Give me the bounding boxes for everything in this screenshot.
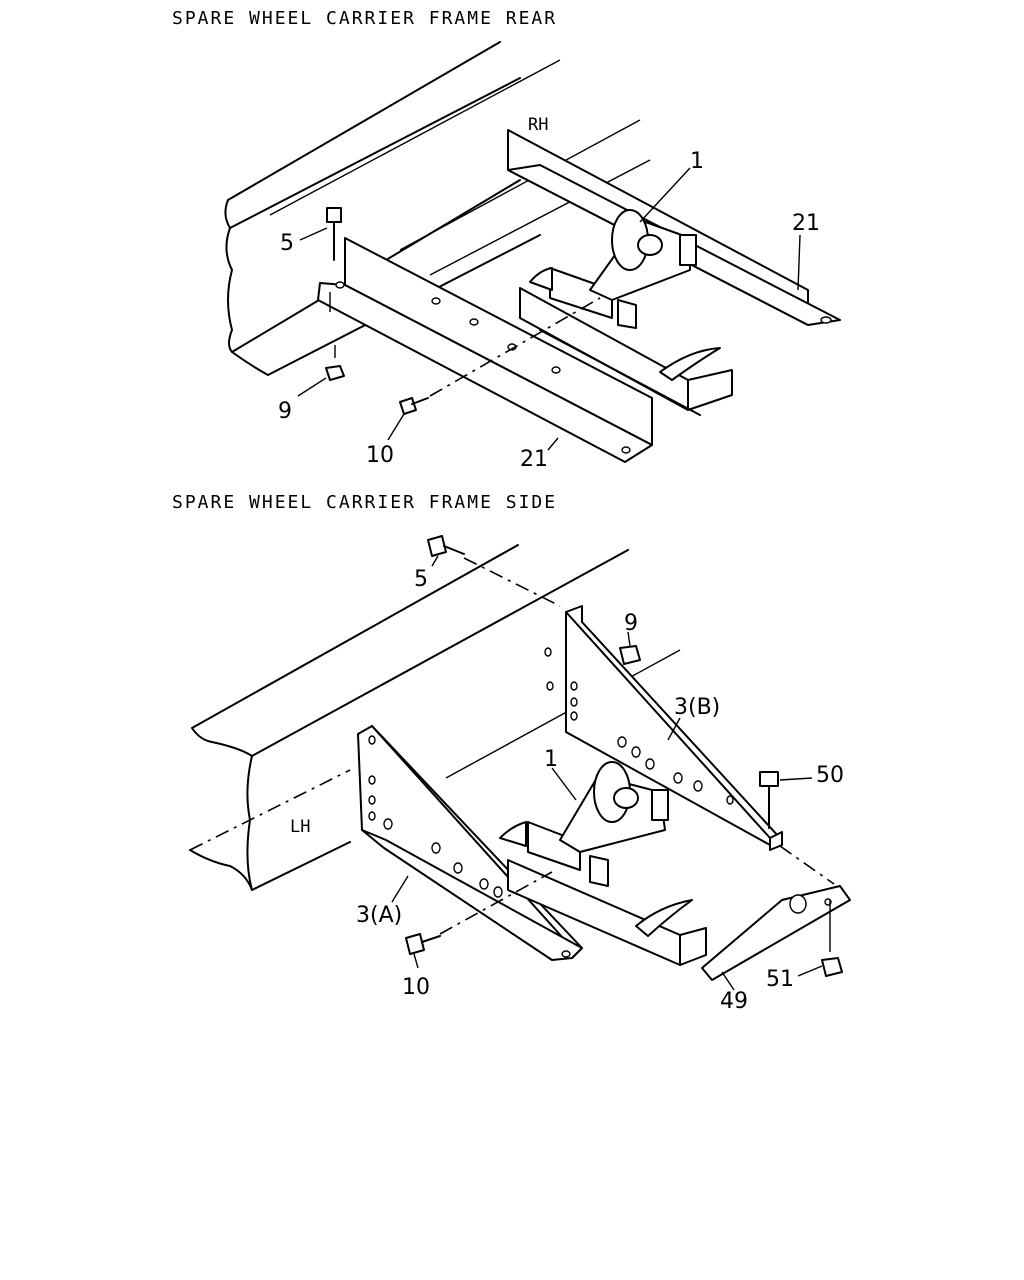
winch-assembly-rear [529,209,721,381]
callout-side-5: 5 [414,567,428,592]
angle-bracket-lh [317,237,653,463]
leaders-rear [297,167,801,451]
channel-member-side [507,859,707,966]
side-mark-rh: RH [528,115,548,135]
callout-rear-9: 9 [278,399,292,424]
gusset-bracket-3a [357,725,583,961]
section-rear-title: SPARE WHEEL CARRIER FRAME REAR [172,8,557,29]
bolt-5-rear [326,207,342,312]
callout-side-49: 49 [720,989,748,1014]
bolt-10-side [405,871,553,955]
frame-rail-rear [224,41,651,376]
nut-51 [821,900,843,977]
callout-rear-21-lh: 21 [520,447,548,472]
winch-assembly-side [499,761,693,937]
nut-9-side [619,645,641,665]
gusset-bracket-3b [544,605,783,851]
callout-rear-5: 5 [280,231,294,256]
callout-side-3a: 3(A) [356,903,402,928]
section-rear: SPARE WHEEL CARRIER FRAME REAR [172,8,841,472]
callout-rear-1: 1 [690,149,704,174]
callout-side-9: 9 [624,611,638,636]
support-plate-49 [701,885,851,981]
callout-side-51: 51 [766,967,794,992]
callout-side-50: 50 [816,763,844,788]
section-side: SPARE WHEEL CARRIER FRAME SIDE [172,492,851,1014]
leaders-side [391,555,823,991]
bolt-50 [759,771,835,885]
callout-side-3b: 3(B) [674,695,720,720]
nut-9-rear [325,345,345,381]
side-mark-lh: LH [290,817,310,837]
bolt-5-side [427,535,561,607]
bolt-10-rear [399,297,601,415]
section-side-title: SPARE WHEEL CARRIER FRAME SIDE [172,492,557,513]
callout-side-10: 10 [402,975,430,1000]
callout-rear-21-rh: 21 [792,211,820,236]
channel-member-rear [519,287,733,416]
frame-rail-side [189,544,681,891]
callout-rear-10: 10 [366,443,394,468]
callout-side-1: 1 [544,747,558,772]
